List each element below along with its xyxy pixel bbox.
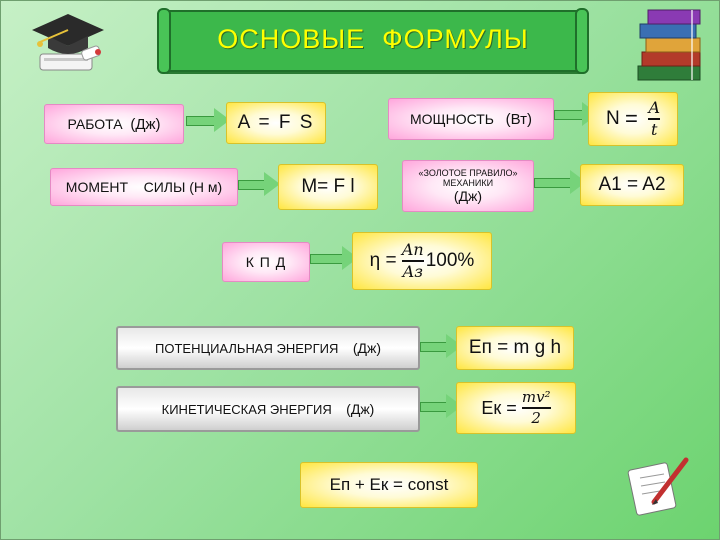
page-title: ОСНОВЫЕ ФОРМУЛЫ bbox=[217, 24, 529, 54]
potential-energy-unit: (Дж) bbox=[352, 340, 381, 356]
efficiency-denominator: Aз bbox=[402, 262, 423, 281]
power-numerator: A bbox=[648, 98, 660, 117]
work-arrow bbox=[186, 108, 230, 132]
golden-rule-arrow bbox=[534, 170, 586, 194]
potential-energy-formula: Eп = m g h bbox=[468, 337, 562, 358]
efficiency-fraction: Aп Aз bbox=[401, 240, 424, 281]
energy-conservation-box: Eп + Eк = const bbox=[300, 462, 478, 508]
kinetic-energy-unit: (Дж) bbox=[346, 401, 375, 417]
moment-unit: (Н м) bbox=[189, 179, 223, 195]
power-denominator: t bbox=[651, 120, 658, 139]
energy-conservation-formula: Eп + Eк = const bbox=[329, 475, 449, 494]
kinetic-energy-label: КИНЕТИЧЕСКАЯ ЭНЕРГИЯ bbox=[161, 401, 332, 417]
moment-formula-box: M= F l bbox=[278, 164, 378, 210]
potential-energy-formula-box: Eп = m g h bbox=[456, 326, 574, 370]
moment-arrow bbox=[238, 172, 280, 196]
golden-rule-unit: (Дж) bbox=[453, 188, 483, 205]
golden-rule-box: «ЗОЛОТОЕ ПРАВИЛО» МЕХАНИКИ (Дж) bbox=[402, 160, 534, 212]
efficiency-lhs: η = bbox=[369, 250, 397, 271]
moment-label-2: СИЛЫ bbox=[143, 179, 186, 195]
power-formula-box: N = A t bbox=[588, 92, 678, 146]
moment-formula: M= F l bbox=[301, 176, 355, 197]
efficiency-label: К П Д bbox=[245, 254, 287, 270]
efficiency-numerator: Aп bbox=[401, 240, 424, 259]
books-icon bbox=[637, 9, 701, 81]
golden-rule-line2: МЕХАНИКИ bbox=[442, 177, 494, 188]
work-label: РАБОТА bbox=[67, 116, 123, 132]
banner-roll-right bbox=[575, 8, 589, 74]
work-box: РАБОТА (Дж) bbox=[44, 104, 184, 144]
work-unit: (Дж) bbox=[130, 115, 161, 133]
banner-roll-left bbox=[157, 8, 171, 74]
power-lhs: N bbox=[606, 108, 620, 129]
efficiency-box: К П Д bbox=[222, 242, 310, 282]
moment-label: МОМЕНТ bbox=[65, 179, 129, 195]
kinetic-energy-fraction: mv² 2 bbox=[521, 388, 551, 427]
power-box: МОЩНОСТЬ (Вт) bbox=[388, 98, 554, 140]
kinetic-energy-box: КИНЕТИЧЕСКАЯ ЭНЕРГИЯ (Дж) bbox=[116, 386, 420, 432]
power-label: МОЩНОСТЬ bbox=[409, 111, 494, 127]
power-fraction: A t bbox=[648, 100, 660, 138]
kinetic-energy-denominator: 2 bbox=[531, 409, 541, 427]
moment-box: МОМЕНТ СИЛЫ (Н м) bbox=[50, 168, 238, 206]
work-formula-box: A = F S bbox=[226, 102, 326, 144]
kinetic-energy-formula-box: Eк = mv² 2 bbox=[456, 382, 576, 434]
potential-energy-box: ПОТЕНЦИАЛЬНАЯ ЭНЕРГИЯ (Дж) bbox=[116, 326, 420, 370]
golden-rule-formula: A1 = A2 bbox=[598, 174, 666, 195]
work-formula: A = F S bbox=[237, 112, 315, 133]
potential-energy-label: ПОТЕНЦИАЛЬНАЯ ЭНЕРГИЯ bbox=[155, 340, 339, 356]
title-banner: ОСНОВЫЕ ФОРМУЛЫ bbox=[157, 8, 589, 74]
efficiency-rhs: 100% bbox=[425, 250, 475, 271]
kinetic-energy-lhs: Eк = bbox=[481, 397, 517, 418]
efficiency-formula-box: η = Aп Aз 100% bbox=[352, 232, 492, 290]
golden-rule-line1: «ЗОЛОТОЕ ПРАВИЛО» bbox=[418, 167, 518, 178]
power-unit: (Вт) bbox=[505, 110, 533, 128]
power-eq: = bbox=[625, 106, 638, 131]
graduation-cap-icon bbox=[32, 14, 104, 71]
notebook-pen-icon bbox=[627, 457, 689, 516]
kinetic-energy-numerator: mv² bbox=[521, 388, 551, 406]
efficiency-arrow bbox=[310, 246, 358, 270]
golden-rule-formula-box: A1 = A2 bbox=[580, 164, 684, 206]
